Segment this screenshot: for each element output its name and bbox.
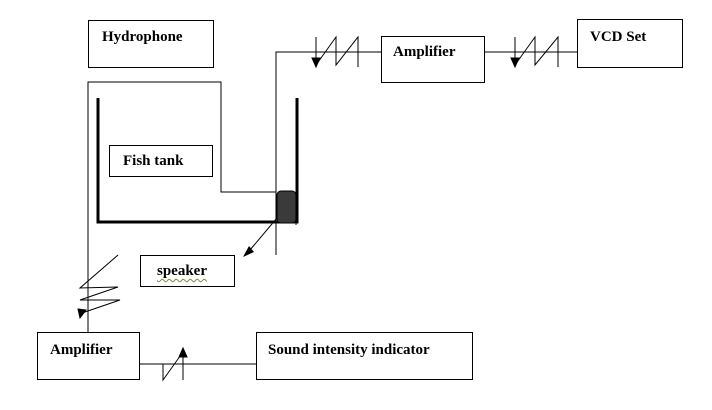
fish-tank-walls bbox=[96, 98, 299, 224]
connector-rod bbox=[275, 51, 381, 255]
fish-tank-box bbox=[109, 145, 213, 177]
fish-tank-label: Fish tank bbox=[123, 153, 184, 169]
amplifier-top-box bbox=[381, 36, 485, 83]
speaker-device bbox=[276, 190, 297, 224]
speaker-label: speaker bbox=[157, 263, 207, 279]
hydrophone-cable bbox=[87, 81, 276, 300]
vcd-set-label: VCD Set bbox=[590, 29, 647, 45]
signal-zigzag-1 bbox=[311, 35, 359, 69]
hydrophone-label: Hydrophone bbox=[102, 29, 183, 45]
signal-zigzag-4 bbox=[162, 346, 188, 382]
sound-intensity-indicator-box bbox=[256, 332, 473, 380]
speaker-arrowhead bbox=[243, 246, 254, 257]
signal-zigzag-2 bbox=[510, 35, 559, 69]
hydrophone-box bbox=[88, 20, 214, 68]
speaker-box bbox=[140, 255, 235, 287]
amplifier-bottom-box bbox=[37, 332, 140, 380]
vcd-set-box bbox=[577, 19, 683, 68]
signal-zigzag-3 bbox=[77, 254, 121, 320]
amplifier-bottom-label: Amplifier bbox=[50, 342, 113, 358]
sound-intensity-indicator-label: Sound intensity indicator bbox=[268, 342, 430, 358]
amplifier-top-label: Amplifier bbox=[393, 44, 456, 60]
